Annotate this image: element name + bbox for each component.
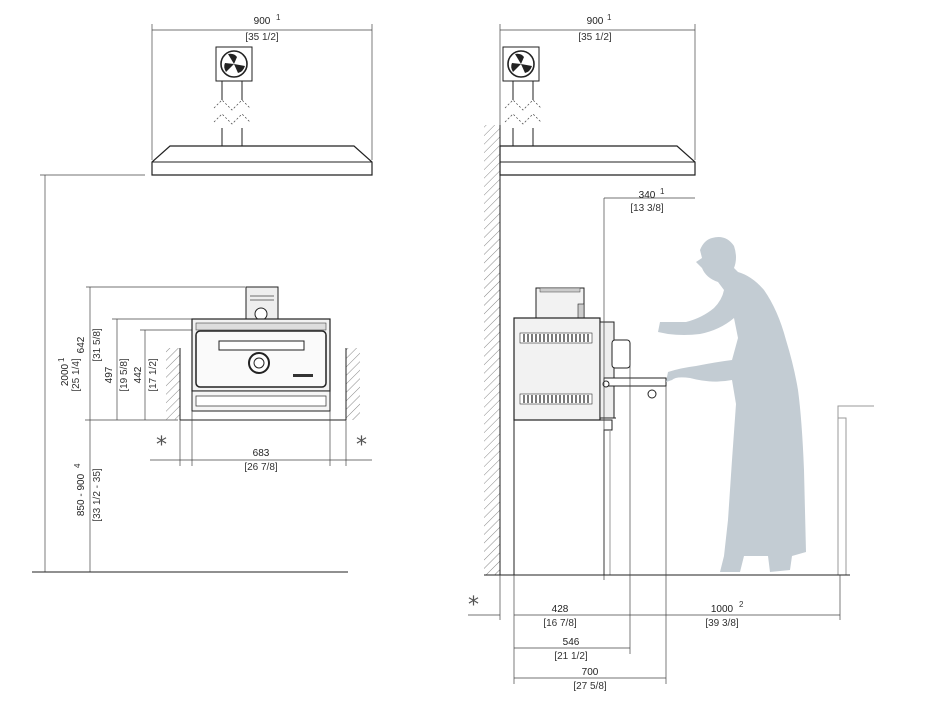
front-counter-height-note: 4 <box>73 463 82 468</box>
depth-546-label: 546 <box>563 637 580 648</box>
oven-width-inches: [26 7/8] <box>244 462 278 473</box>
front-hood-width-label: 900 <box>254 16 271 27</box>
clearance-mark-left: * <box>156 433 167 458</box>
side-depth-dimensions: * 428 [16 7/8] 1000 2 [39 3/8] 546 [21 1… <box>468 360 841 692</box>
oven-height-497-inches: [19 5/8] <box>119 358 130 392</box>
front-view: 900 1 [35 1/2] 2000 <box>32 13 373 573</box>
oven-width-label: 683 <box>253 448 270 459</box>
depth-700-label: 700 <box>582 667 599 678</box>
working-space-inches: [39 3/8] <box>705 618 739 629</box>
front-oven <box>180 286 346 421</box>
front-total-height-dimension: 2000 1 [25 1/4] <box>40 174 145 572</box>
side-hood-overhang-dimension: 340 1 [13 3/8] <box>603 187 695 580</box>
front-right-wall <box>346 348 360 420</box>
front-oven-height-dimensions: 642 [31 5/8] 497 [19 5/8] 442 [17 1/2] <box>76 286 245 420</box>
clearance-mark-right: * <box>356 433 367 458</box>
front-total-height-inches: [25 1/4] <box>71 358 82 392</box>
side-view: 900 1 [35 1/2] <box>468 13 874 692</box>
side-hood-width-inches: [35 1/2] <box>578 32 612 43</box>
front-hood-width-inches: [35 1/2] <box>245 32 279 43</box>
oven-height-642-label: 642 <box>76 336 87 353</box>
depth-428-inches: [16 7/8] <box>543 618 577 629</box>
hood-overhang-note: 1 <box>660 187 665 196</box>
oven-height-442-label: 442 <box>133 366 144 383</box>
side-right-counter <box>837 405 874 575</box>
hood-overhang-inches: [13 3/8] <box>630 203 664 214</box>
front-total-height-label: 2000 <box>60 363 71 386</box>
front-counter-height-inches: [33 1/2 - 35] <box>92 468 103 522</box>
front-left-wall <box>166 348 180 420</box>
side-hood-width-dimension: 900 1 [35 1/2] <box>499 13 696 160</box>
extractor-fan-icon <box>502 46 540 82</box>
side-hood-width-label: 900 <box>587 16 604 27</box>
side-duct <box>504 81 542 146</box>
side-hood-width-note: 1 <box>607 13 612 22</box>
side-hood <box>499 145 696 176</box>
front-duct <box>213 81 251 146</box>
front-counter-height-label: 850 - 900 <box>76 473 87 516</box>
side-counter <box>513 419 613 575</box>
front-hood-width-dimension: 900 1 [35 1/2] <box>151 13 373 160</box>
working-space-label: 1000 <box>711 604 734 615</box>
front-hood <box>151 145 373 176</box>
front-hood-width-note: 1 <box>276 13 281 22</box>
hood-overhang-label: 340 <box>639 190 656 201</box>
depth-546-inches: [21 1/2] <box>554 651 588 662</box>
depth-428-label: 428 <box>552 604 569 615</box>
extractor-fan-icon <box>215 46 253 82</box>
oven-height-642-inches: [31 5/8] <box>92 328 103 362</box>
side-wall <box>484 125 500 575</box>
side-oven <box>513 287 667 421</box>
operator-silhouette <box>658 237 806 572</box>
side-clearance-mark: * <box>468 593 479 618</box>
oven-height-497-label: 497 <box>104 366 115 383</box>
oven-height-442-inches: [17 1/2] <box>148 358 159 392</box>
front-total-height-note: 1 <box>57 357 66 362</box>
front-oven-width-dimension: 683 [26 7/8] * * <box>150 411 372 473</box>
working-space-note: 2 <box>739 600 744 609</box>
front-counter-height-dimension: 850 - 900 4 [33 1/2 - 35] <box>73 419 178 572</box>
depth-700-inches: [27 5/8] <box>573 681 607 692</box>
